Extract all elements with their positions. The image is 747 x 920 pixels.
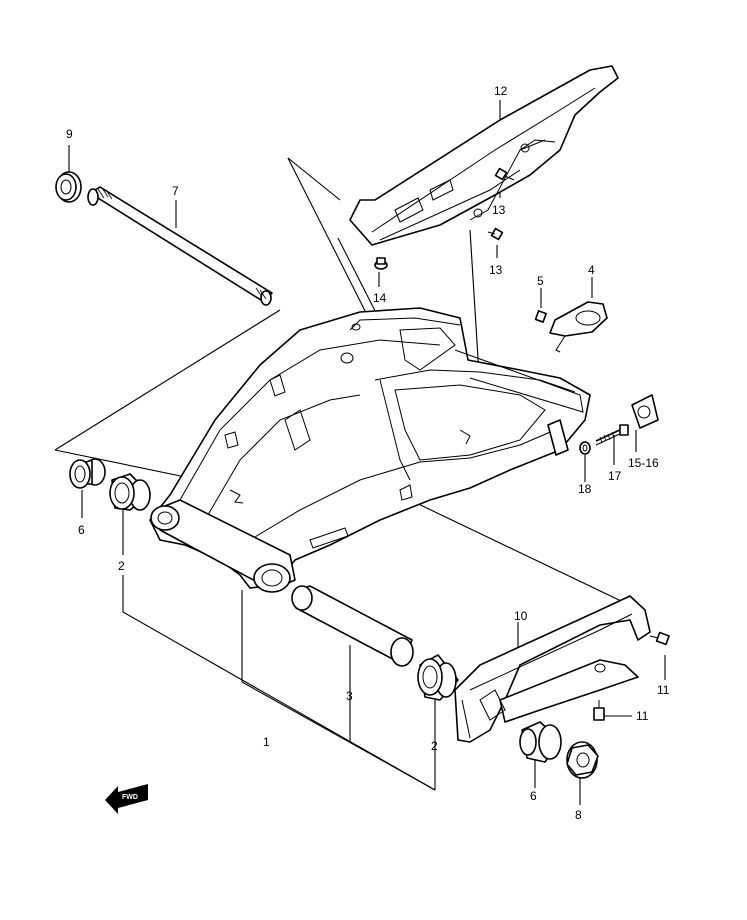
nut-part-8 [566, 741, 599, 779]
label-part-13-upper: 13 [492, 203, 506, 217]
label-part-12: 12 [494, 84, 508, 98]
label-part-18: 18 [578, 482, 592, 496]
label-part-6-left: 6 [78, 523, 85, 537]
bolt-part-13-lower [487, 227, 504, 241]
label-part-7: 7 [172, 184, 179, 198]
leader-lines [54, 100, 666, 805]
bearing-part-2-left [109, 473, 151, 511]
grommet-part-14 [374, 257, 388, 270]
pivot-shaft-part-7 [87, 186, 273, 306]
bearing-part-2-right [417, 654, 459, 701]
bolt-part-11-lower [593, 700, 605, 721]
forward-arrow-icon: FWD [105, 784, 148, 814]
label-part-8: 8 [575, 808, 582, 822]
label-part-9: 9 [66, 127, 73, 141]
label-part-1: 1 [263, 735, 270, 749]
chain-guide-part-10 [454, 595, 651, 743]
bolt-part-5 [534, 310, 547, 323]
adjuster-bolt-part-17 [595, 424, 629, 446]
bush-part-6-left [69, 458, 106, 489]
label-part-14: 14 [373, 291, 387, 305]
label-part-2-right: 2 [431, 739, 438, 753]
label-part-17: 17 [608, 469, 622, 483]
bolt-part-11-upper [649, 631, 670, 646]
label-part-5: 5 [537, 274, 544, 288]
bracket-part-4 [549, 301, 608, 353]
label-part-15-16: 15-16 [628, 456, 659, 470]
fwd-label: FWD [122, 794, 138, 801]
bolt-part-13-upper [494, 167, 515, 181]
chain-case-part-12 [349, 65, 619, 246]
bush-part-6-right [519, 721, 562, 763]
nut-part-9 [55, 171, 82, 203]
label-part-3: 3 [346, 689, 353, 703]
adjuster-block-part-15-16 [631, 394, 659, 429]
label-part-11-upper: 11 [657, 683, 670, 697]
label-part-2-left: 2 [118, 559, 125, 573]
label-part-10: 10 [514, 609, 528, 623]
part-labels: 9 7 12 13 13 14 5 4 15-16 17 18 6 2 10 1… [66, 84, 670, 822]
spacer-part-3 [291, 585, 414, 667]
label-part-13-lower: 13 [489, 263, 503, 277]
washer-part-18 [579, 441, 591, 455]
swingarm-part-1 [149, 307, 591, 593]
label-part-4: 4 [588, 263, 595, 277]
label-part-11-lower: 11 [636, 709, 649, 723]
label-part-6-right: 6 [530, 789, 537, 803]
